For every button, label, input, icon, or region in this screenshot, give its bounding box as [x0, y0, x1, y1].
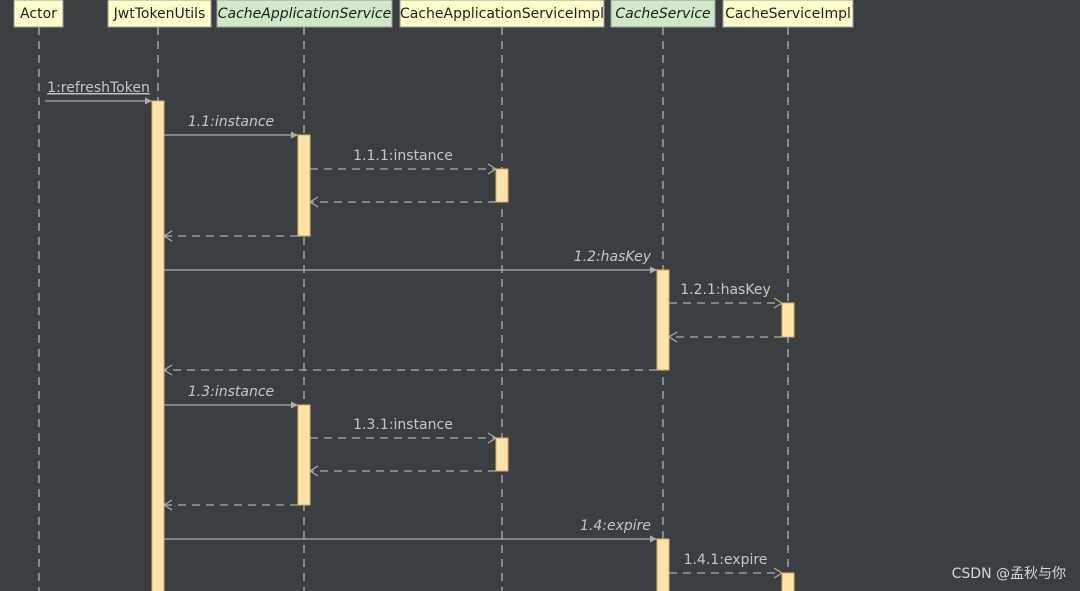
participant-box — [399, 0, 605, 28]
message-m1_4[interactable]: 1.4:expire — [164, 518, 657, 543]
participant-box — [13, 0, 64, 28]
activation-bar-csi — [781, 302, 795, 338]
activation-bar-cas — [297, 134, 311, 237]
message-m1[interactable]: 1:refreshToken — [45, 80, 152, 105]
participant-box — [722, 0, 854, 28]
message-r1_3_1[interactable] — [308, 465, 496, 477]
message-label: 1.3.1:instance — [353, 417, 453, 433]
arrowhead-icon — [650, 535, 657, 543]
open-arrowhead-icon — [773, 567, 784, 579]
activation-bar-casi — [495, 437, 509, 472]
message-label: 1.2.1:hasKey — [680, 282, 770, 298]
message-m1_2[interactable]: 1.2:hasKey — [164, 249, 657, 274]
participant-cs[interactable]: CacheService — [610, 0, 716, 28]
message-label: 1.2:hasKey — [574, 249, 652, 265]
participant-box — [216, 0, 393, 28]
arrowhead-icon — [145, 97, 152, 105]
participant-csi[interactable]: CacheServiceImpl — [722, 0, 854, 28]
participant-label: Actor — [20, 6, 57, 22]
activation-bar-jwt — [151, 100, 165, 591]
arrowhead-icon — [291, 401, 298, 409]
message-label: 1.4:expire — [580, 518, 651, 534]
message-label: 1.3:instance — [188, 384, 274, 400]
participant-label: CacheApplicationService — [218, 6, 392, 22]
arrowhead-icon — [650, 266, 657, 274]
message-m1_1_1[interactable]: 1.1.1:instance — [310, 148, 498, 175]
message-r1_2[interactable] — [162, 364, 657, 376]
activation-bar-casi — [495, 168, 509, 203]
participant-label: CacheServiceImpl — [725, 6, 851, 22]
watermark-text: CSDN @孟秋与你 — [951, 566, 1066, 582]
message-label: 1:refreshToken — [47, 80, 150, 96]
participant-box — [610, 0, 716, 28]
message-m1_3_1[interactable]: 1.3.1:instance — [310, 417, 498, 444]
participant-label: CacheService — [615, 6, 710, 22]
participant-actor[interactable]: Actor — [13, 0, 64, 28]
message-m1_4_1[interactable]: 1.4.1:expire — [669, 552, 784, 579]
activation-bar-csi — [781, 572, 795, 591]
participant-jwt[interactable]: JwtTokenUtils — [107, 0, 212, 28]
message-r1_3[interactable] — [162, 499, 298, 511]
message-m1_2_1[interactable]: 1.2.1:hasKey — [669, 282, 784, 309]
participant-label: CacheApplicationServiceImpl — [400, 6, 604, 22]
message-label: 1.1:instance — [188, 114, 274, 130]
message-r1_2_1[interactable] — [667, 331, 782, 343]
message-label: 1.1.1:instance — [353, 148, 453, 164]
participant-label: JwtTokenUtils — [113, 6, 206, 22]
participant-cas[interactable]: CacheApplicationService — [216, 0, 393, 28]
open-arrowhead-icon — [667, 331, 678, 343]
message-label: 1.4.1:expire — [684, 552, 768, 568]
message-r1_1_1[interactable] — [308, 196, 496, 208]
participant-box — [107, 0, 212, 28]
arrowhead-icon — [291, 131, 298, 139]
message-m1_3[interactable]: 1.3:instance — [164, 384, 298, 409]
activation-bar-cs — [656, 269, 670, 371]
open-arrowhead-icon — [773, 297, 784, 309]
participant-casi[interactable]: CacheApplicationServiceImpl — [399, 0, 605, 28]
message-m1_1[interactable]: 1.1:instance — [164, 114, 298, 139]
activation-bar-cas — [297, 404, 311, 506]
message-r1_1[interactable] — [162, 230, 298, 242]
activation-bar-cs — [656, 538, 670, 591]
